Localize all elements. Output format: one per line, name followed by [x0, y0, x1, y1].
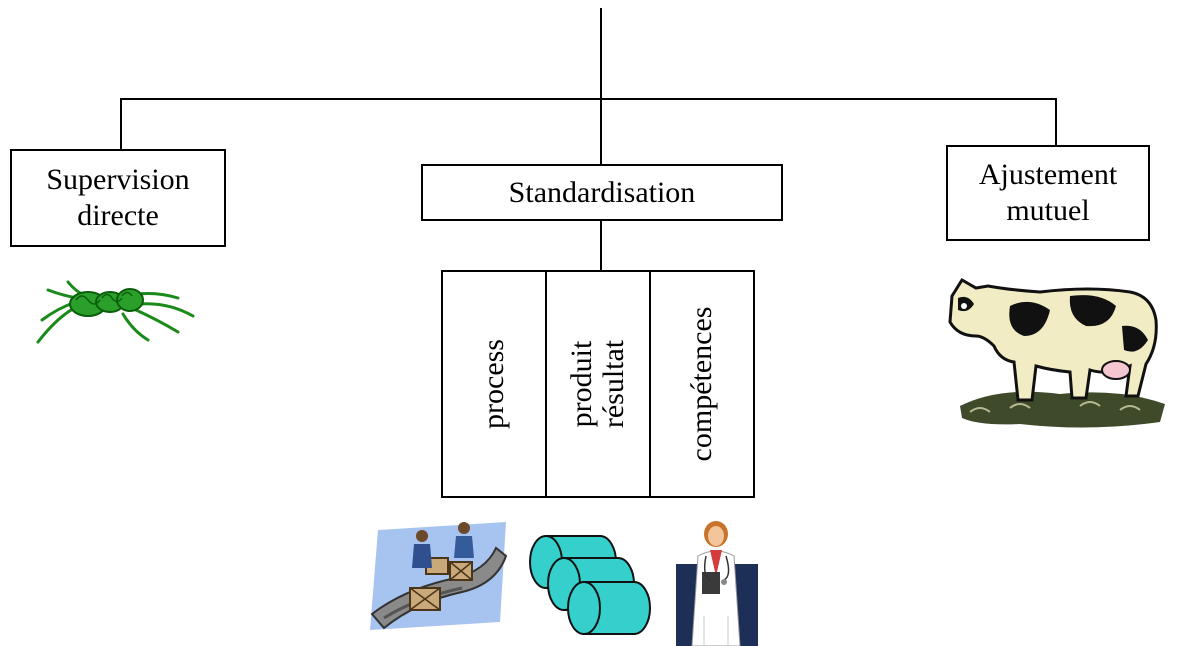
- cylinders-icon: [528, 530, 652, 646]
- right-drop-line: [1055, 98, 1057, 146]
- produit-resultat-column: produit résultat: [545, 270, 651, 498]
- top-vertical-line: [600, 8, 602, 99]
- cow-icon: [940, 266, 1175, 436]
- process-column: process: [441, 270, 547, 498]
- spider-icon: [28, 276, 198, 348]
- supervision-directe-box: Supervision directe: [10, 149, 226, 247]
- process-label: process: [477, 339, 510, 429]
- standardisation-label: Standardisation: [508, 175, 696, 209]
- center-to-columns-line: [600, 220, 602, 271]
- competences-column: compétences: [649, 270, 755, 498]
- produit-resultat-label: produit résultat: [565, 339, 630, 429]
- ajustement-mutuel-label: Ajustement mutuel: [978, 158, 1118, 227]
- supervision-directe-label: Supervision directe: [46, 163, 190, 232]
- ajustement-mutuel-box: Ajustement mutuel: [946, 145, 1150, 241]
- left-drop-line: [120, 98, 122, 150]
- doctor-icon: [676, 516, 760, 646]
- standardisation-box: Standardisation: [421, 164, 783, 221]
- center-drop-line: [600, 98, 602, 164]
- competences-label: compétences: [685, 306, 718, 462]
- conveyor-workers-icon: [366, 518, 512, 636]
- horizontal-connector: [120, 98, 1057, 100]
